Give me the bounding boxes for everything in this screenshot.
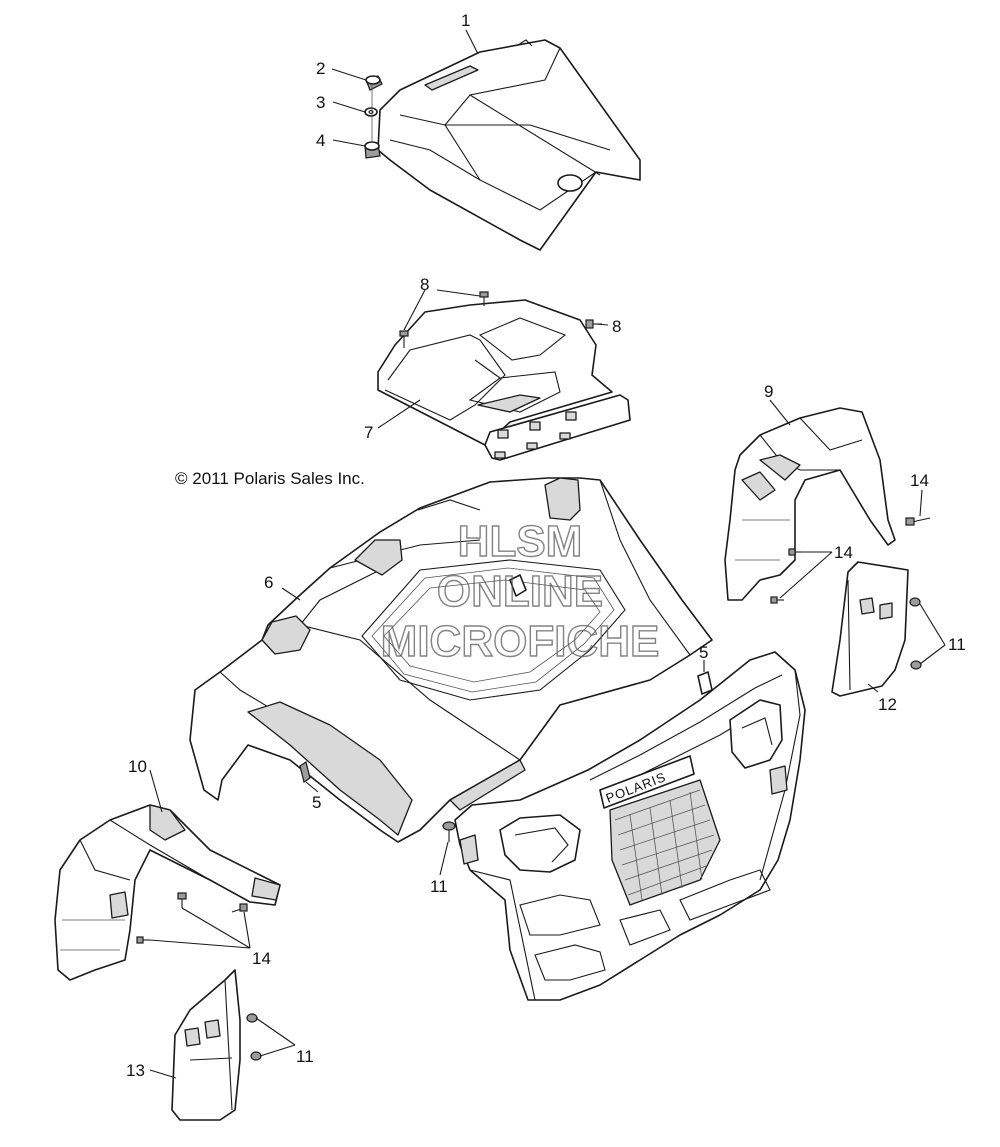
callout-3: 3 [316,93,325,112]
screw-8-left [399,330,409,348]
screw-11-left-b [250,1051,262,1061]
storage-tray [377,299,631,461]
callout-10: 10 [128,757,147,776]
watermark-line-3: MICROFICHE [381,617,660,666]
front-grille-bumper: POLARIS [454,651,806,1001]
callout-8-top: 8 [420,275,429,294]
watermark: HLSM ONLINE MICROFICHE [380,516,660,666]
callout-14-left: 14 [252,949,271,968]
hood-cover [377,39,641,251]
screw-8-top [479,291,489,306]
front-body-panel [189,477,713,843]
watermark-line-1: HLSM [458,517,583,566]
callout-7: 7 [364,423,373,442]
screw-14-left-c [136,936,150,944]
callout-11-grille: 11 [430,877,448,896]
watermark-line-2: ONLINE [437,567,603,616]
callout-6: 6 [264,573,273,592]
copyright-notice: © 2011 Polaris Sales Inc. [175,469,365,488]
right-mud-flap [831,561,909,697]
callout-5-lower: 5 [312,793,321,812]
screw-14-left-b [231,903,248,913]
left-mud-flap [171,969,241,1121]
callout-labels: 1 2 3 4 5 5 6 7 8 8 9 10 11 11 11 12 13 … [126,11,966,1080]
callout-11-left: 11 [296,1047,314,1066]
screw-11-grille [442,821,456,842]
callout-12: 12 [878,695,897,714]
callout-1: 1 [461,11,470,30]
screw-11-right-b [910,660,922,670]
leader-lines [149,29,946,1079]
clip-5-upper [697,671,713,695]
callout-14-right-top: 14 [910,471,929,490]
fastener-2 [365,75,383,91]
callout-8-right: 8 [612,317,621,336]
clip-5-lower [299,761,311,783]
screw-14-right-b [770,596,784,604]
callout-13: 13 [126,1061,145,1080]
screw-14-left-a [177,892,187,908]
callout-14-right: 14 [834,543,853,562]
callout-5-upper: 5 [699,643,708,662]
screw-14-right-c [905,517,931,526]
callout-2: 2 [316,59,325,78]
screw-11-left-a [246,1013,258,1023]
washer-3 [364,107,378,117]
callout-9: 9 [764,382,773,401]
callout-11-right: 11 [948,635,966,654]
grille-mesh-pattern [614,789,715,901]
grommet-4 [364,141,381,159]
callout-4: 4 [316,131,325,150]
left-front-fender [54,804,281,981]
right-front-fender [724,407,896,601]
screw-11-right-a [909,597,921,607]
